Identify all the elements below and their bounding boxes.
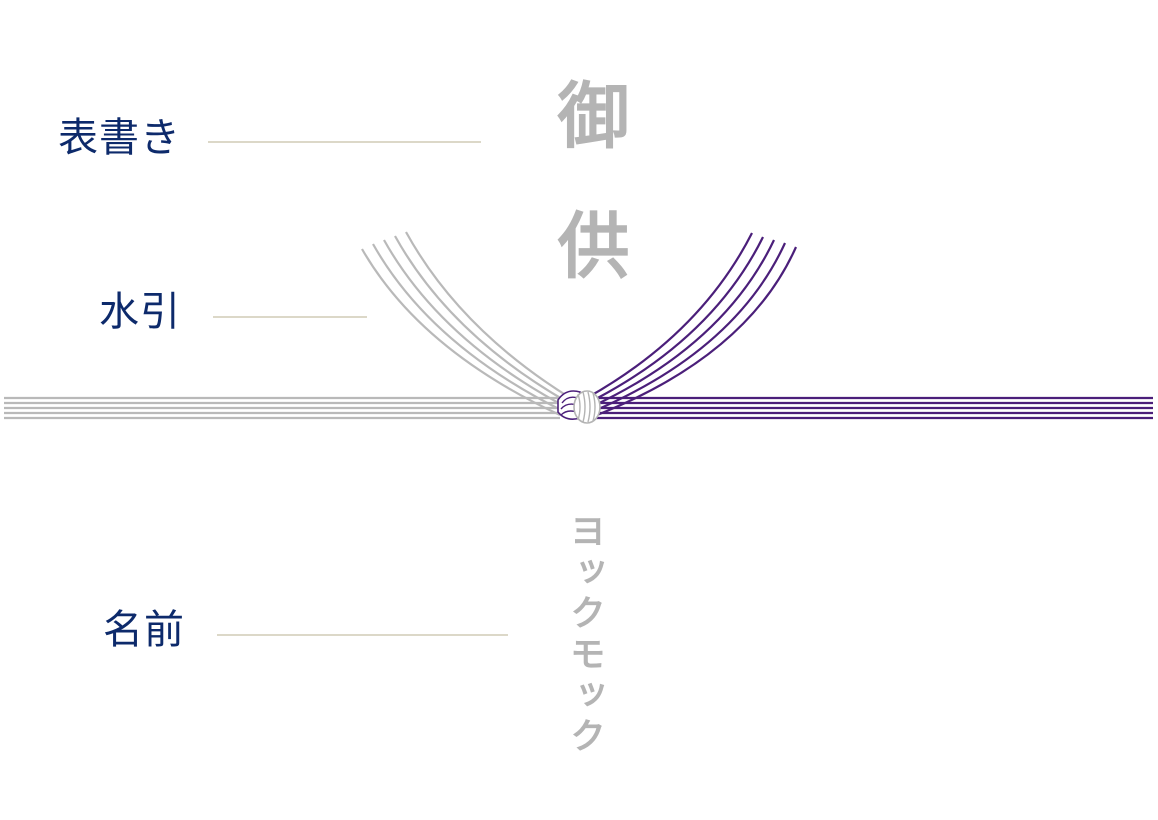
purple-rising-strands <box>584 232 798 417</box>
silver-rising-strands <box>361 231 573 416</box>
leader-line-omotegaki <box>208 141 481 143</box>
leader-line-mizuhiki <box>213 316 367 318</box>
label-omotegaki: 表書き <box>58 115 181 161</box>
purple-horizontal-strands <box>595 396 1153 420</box>
label-mizuhiki: 水引 <box>99 289 181 335</box>
label-namae: 名前 <box>103 607 185 653</box>
silver-horizontal-strands <box>4 396 560 420</box>
sender-name-text: ヨックモック <box>564 512 605 758</box>
omotegaki-text: 御供 <box>545 78 629 338</box>
leader-line-namae <box>217 634 508 636</box>
knot <box>557 390 601 424</box>
